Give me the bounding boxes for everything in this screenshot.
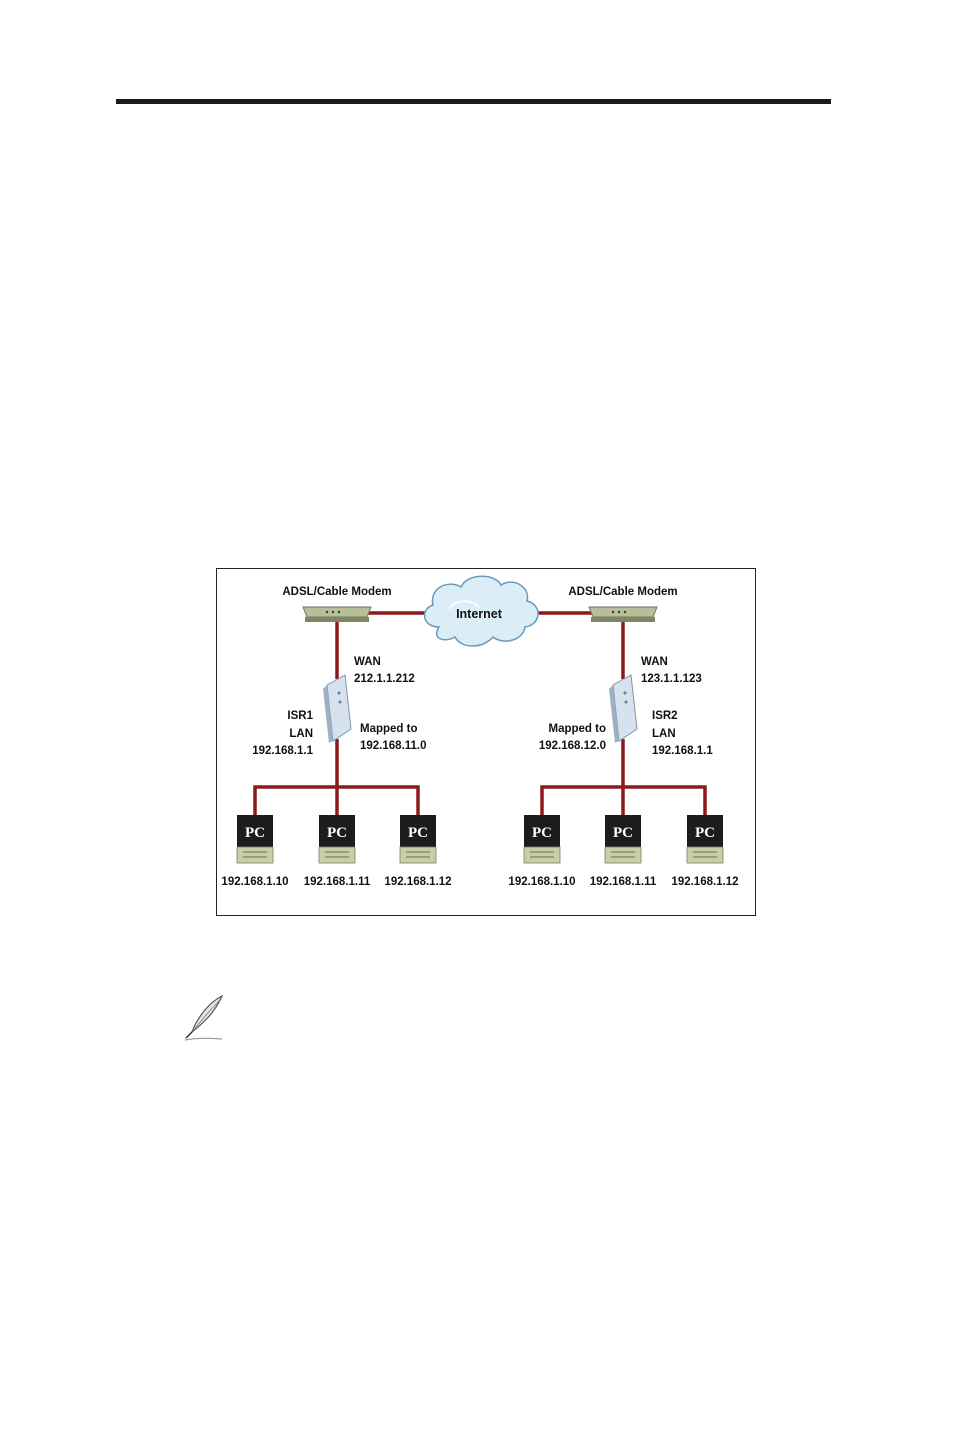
right-pc-2: PC 192.168.1.11 [590, 815, 657, 888]
right-pc-3: PC 192.168.1.12 [671, 815, 738, 888]
left-mapped-net: 192.168.11.0 [360, 740, 427, 752]
left-pc-1: PC 192.168.1.10 [221, 815, 288, 888]
pc-label: PC [532, 825, 552, 841]
left-mapped-label: Mapped to [360, 723, 418, 735]
right-wan-label: WAN [641, 656, 668, 668]
pc-ip: 192.168.1.11 [590, 876, 657, 888]
note-pen-icon [182, 994, 228, 1042]
right-router-name: ISR2 [652, 710, 678, 722]
pc-ip: 192.168.1.11 [304, 876, 371, 888]
right-mapped-net: 192.168.12.0 [539, 740, 606, 752]
right-lan-label: LAN [652, 728, 676, 740]
left-pc-2: PC 192.168.1.11 [304, 815, 371, 888]
left-lan-label: LAN [289, 728, 313, 740]
pc-label: PC [613, 825, 633, 841]
right-wan-ip: 123.1.1.123 [641, 673, 702, 685]
pc-ip: 192.168.1.10 [508, 876, 575, 888]
left-router-icon [323, 675, 351, 743]
left-wan-label: WAN [354, 656, 381, 668]
left-modem-label: ADSL/Cable Modem [282, 586, 391, 598]
pc-label: PC [695, 825, 715, 841]
right-modem-icon [589, 607, 657, 622]
right-lan-ip: 192.168.1.1 [652, 745, 713, 757]
diagram-canvas: Internet ADSL/Cable Modem ADSL/Cable Mod… [217, 569, 757, 917]
right-pc-1: PC 192.168.1.10 [508, 815, 575, 888]
left-pc-3: PC 192.168.1.12 [384, 815, 451, 888]
pc-ip: 192.168.1.12 [671, 876, 738, 888]
pc-ip: 192.168.1.10 [221, 876, 288, 888]
left-wan-ip: 212.1.1.212 [354, 673, 415, 685]
header-rule [116, 99, 831, 104]
left-router-name: ISR1 [287, 710, 313, 722]
left-lan-ip: 192.168.1.1 [252, 745, 313, 757]
right-mapped-label: Mapped to [549, 723, 607, 735]
pc-label: PC [408, 825, 428, 841]
internet-label: Internet [456, 607, 503, 621]
left-modem-icon [303, 607, 371, 622]
pc-label: PC [245, 825, 265, 841]
network-diagram: Internet ADSL/Cable Modem ADSL/Cable Mod… [216, 568, 756, 916]
right-modem-label: ADSL/Cable Modem [568, 586, 677, 598]
pc-label: PC [327, 825, 347, 841]
pc-ip: 192.168.1.12 [384, 876, 451, 888]
right-router-icon [609, 675, 637, 743]
